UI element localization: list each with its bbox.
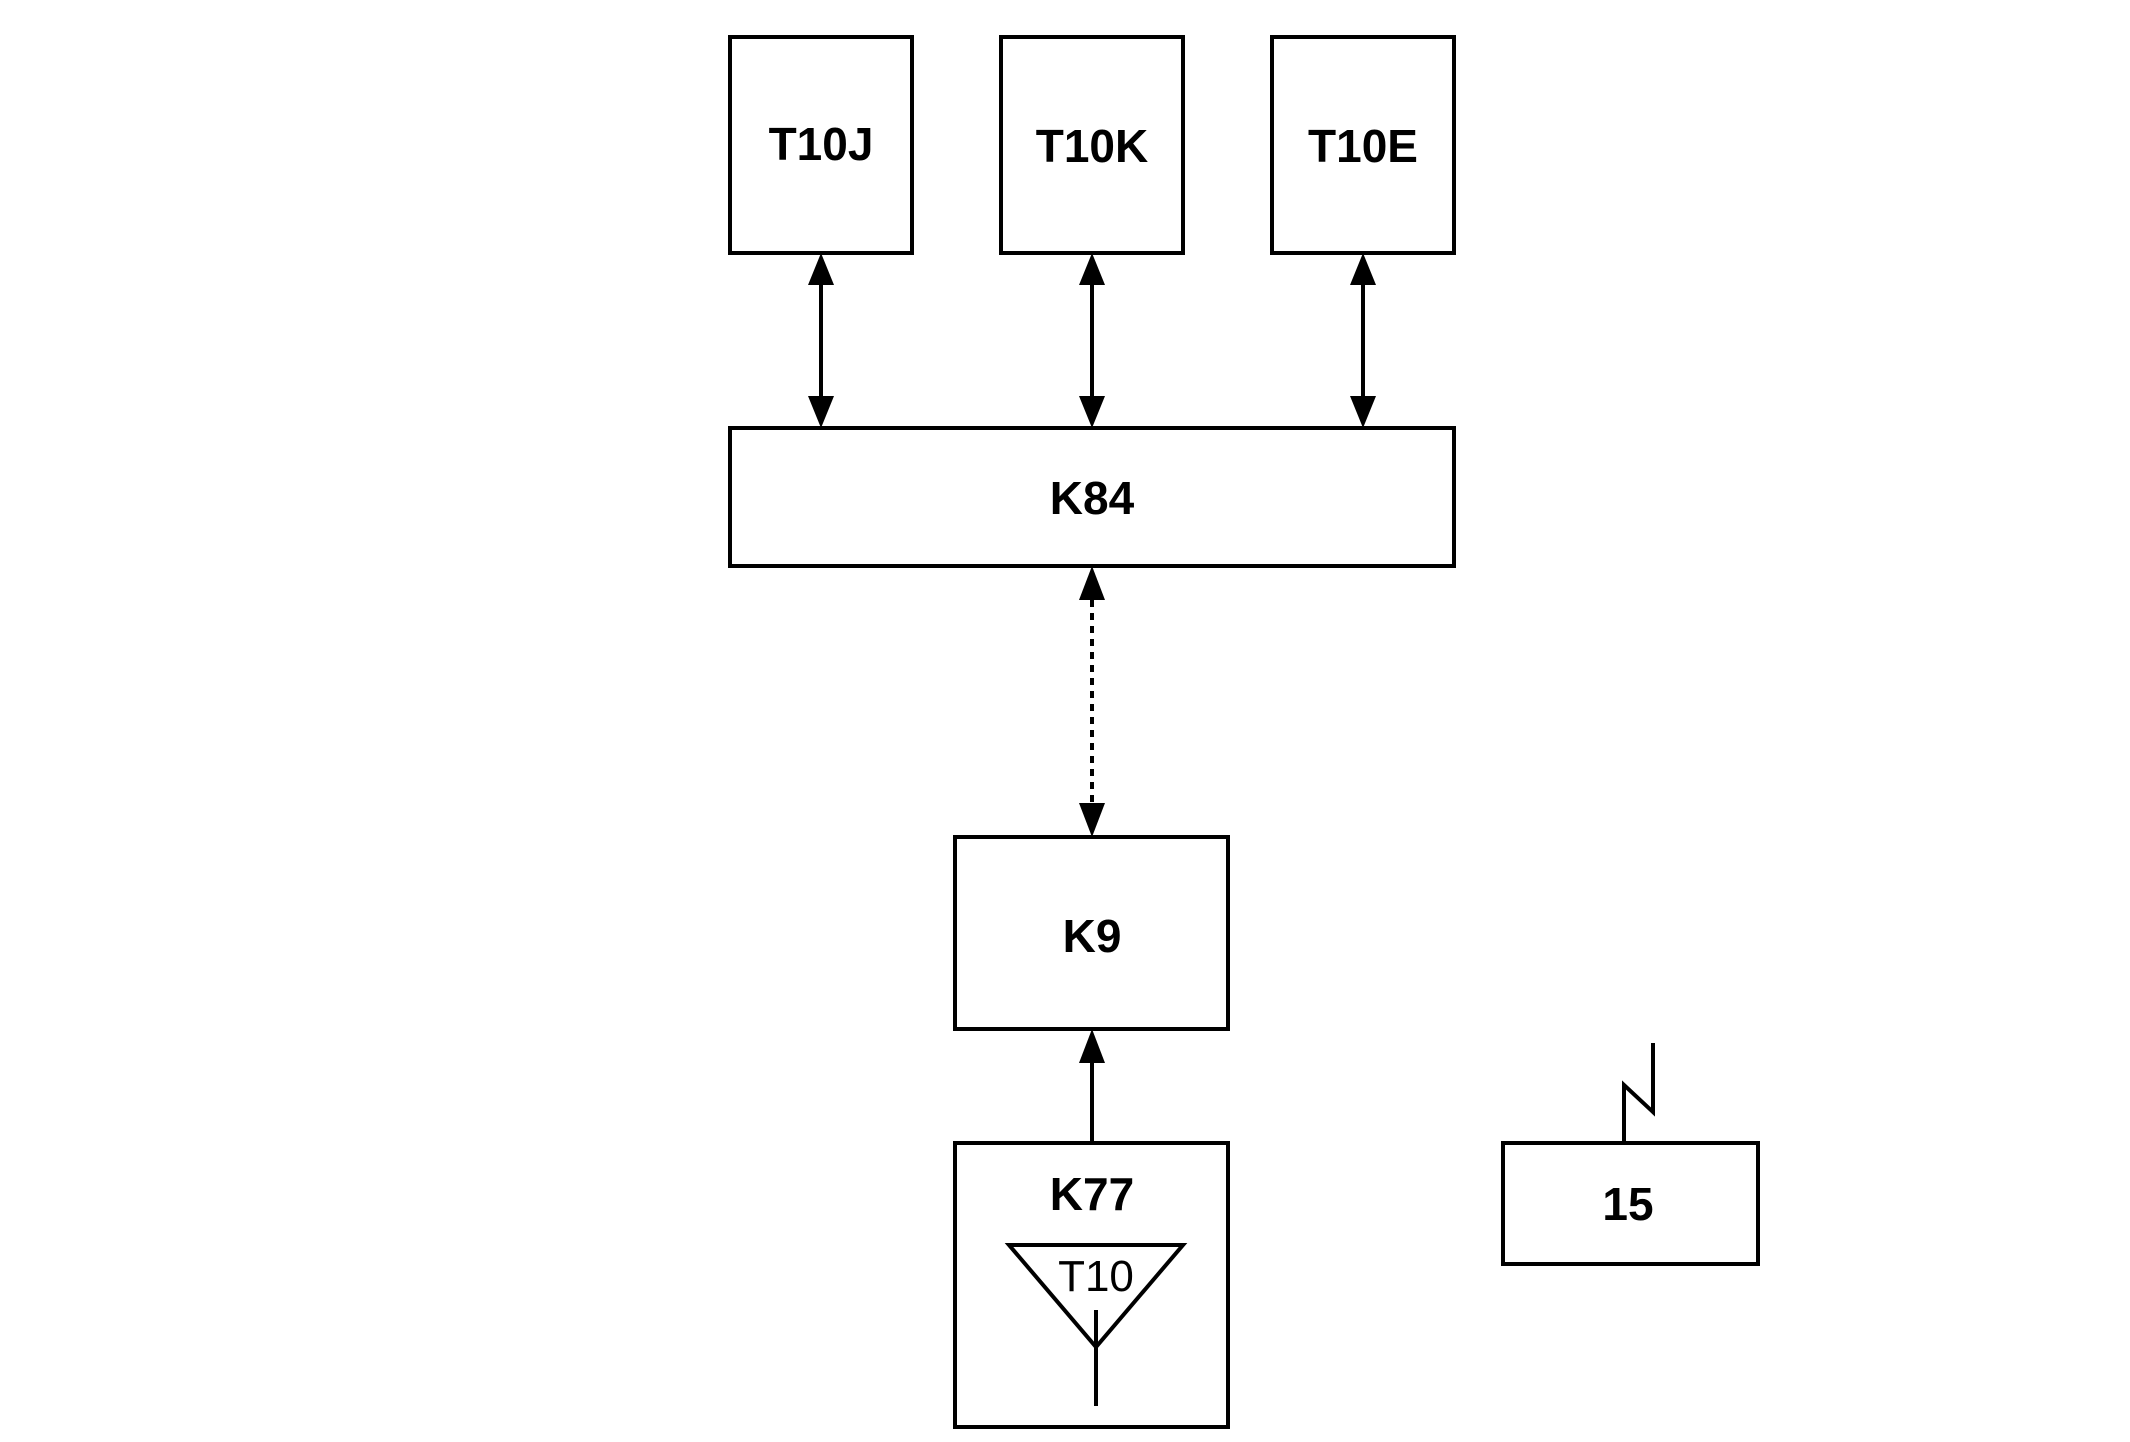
node-t10e-box <box>1270 35 1456 255</box>
node-k84: K84 <box>728 426 1456 568</box>
node-15-label: 15 <box>1602 1178 1653 1230</box>
node-t10k: T10K <box>999 35 1185 255</box>
node-t10k-box <box>999 35 1185 255</box>
node-t10e: T10E <box>1270 35 1456 255</box>
node-t10k-label: T10K <box>1036 120 1148 172</box>
node-15: 15 <box>1501 1043 1760 1266</box>
arrowhead-up <box>1079 1029 1105 1063</box>
node-t10j: T10J <box>728 35 914 255</box>
node-t10j-label: T10J <box>769 118 874 170</box>
arrow-k77-k9 <box>1079 1029 1105 1143</box>
node-k84-box <box>728 426 1456 568</box>
node-t10j-box <box>728 35 914 255</box>
node-k77-box <box>953 1141 1230 1429</box>
node-k77: K77 T10 <box>953 1141 1230 1429</box>
wireless-zigzag-icon <box>1622 1043 1655 1143</box>
arrowhead-down <box>1350 396 1376 428</box>
arrowhead-down <box>808 396 834 428</box>
node-k84-label: K84 <box>1050 472 1135 524</box>
arrowhead-down <box>1079 803 1105 837</box>
node-15-box <box>1501 1141 1760 1266</box>
arrow-t10k-k84 <box>1079 253 1105 428</box>
node-k9: K9 <box>953 835 1230 1031</box>
antenna-icon <box>1004 1243 1188 1406</box>
node-k77-label: K77 <box>1050 1168 1134 1220</box>
arrowhead-up <box>808 253 834 285</box>
arrowhead-up <box>1079 253 1105 285</box>
node-t10e-label: T10E <box>1308 120 1418 172</box>
antenna-t10-label: T10 <box>1058 1252 1134 1301</box>
arrow-t10e-k84 <box>1350 253 1376 428</box>
node-k9-box <box>953 835 1230 1031</box>
arrowhead-up <box>1079 566 1105 600</box>
node-k9-label: K9 <box>1063 910 1122 962</box>
arrowhead-up <box>1350 253 1376 285</box>
arrowhead-down <box>1079 396 1105 428</box>
arrow-k84-k9-dashed <box>1079 566 1105 837</box>
arrow-t10j-k84 <box>808 253 834 428</box>
